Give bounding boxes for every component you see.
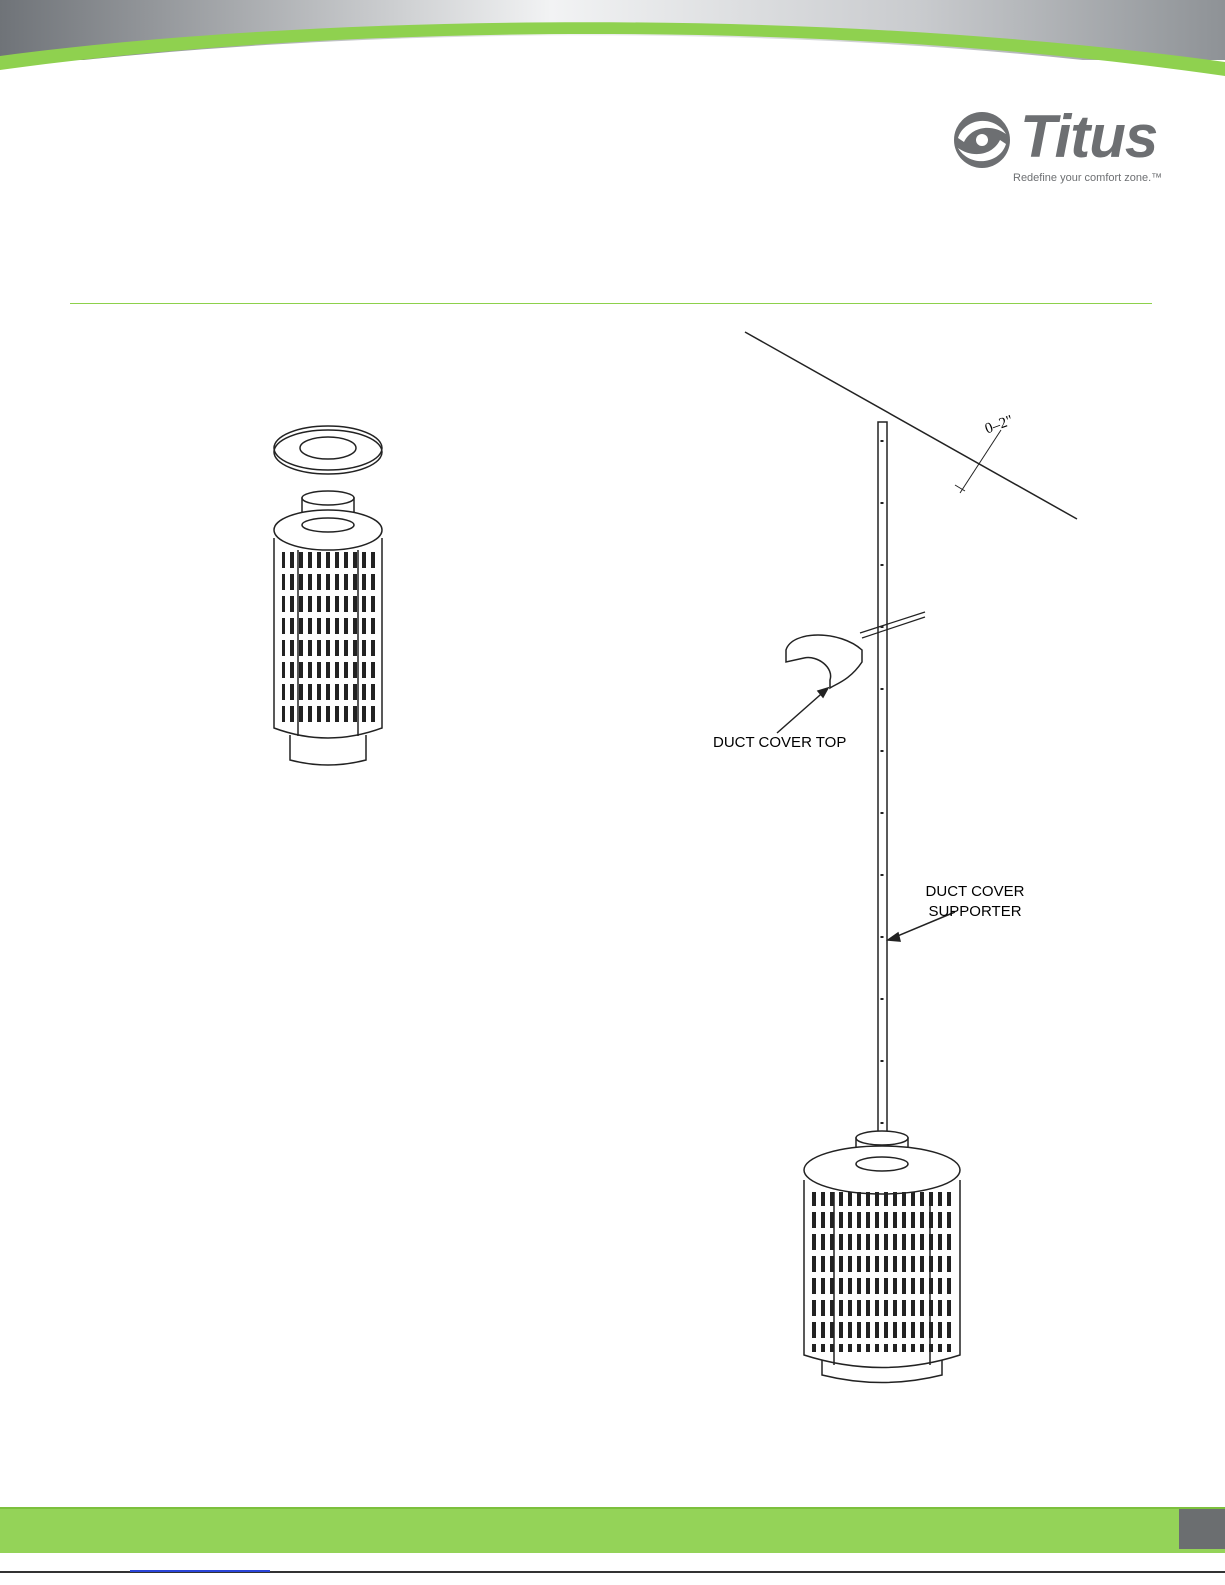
- label-duct-cover-supporter: DUCT COVER SUPPORTER: [920, 882, 1030, 922]
- left-figure: [274, 426, 382, 765]
- footer-band: [0, 1507, 1225, 1553]
- page-number-box: [1179, 1509, 1225, 1549]
- right-figure: [745, 332, 1077, 1383]
- label-supporter-line2: SUPPORTER: [920, 902, 1030, 922]
- duct-cover-top: [786, 635, 862, 688]
- installation-drawing: [0, 0, 1225, 1500]
- duct-cover-supporter: [878, 422, 887, 1157]
- label-duct-cover-top: DUCT COVER TOP: [713, 734, 846, 751]
- duct-diffuser: [274, 491, 382, 765]
- flange-ring: [274, 426, 382, 474]
- duct-diffuser-installed: [804, 1131, 960, 1383]
- footer-link[interactable]: [130, 1570, 270, 1572]
- label-supporter-line1: DUCT COVER: [920, 882, 1030, 902]
- ceiling-line: [745, 332, 1077, 519]
